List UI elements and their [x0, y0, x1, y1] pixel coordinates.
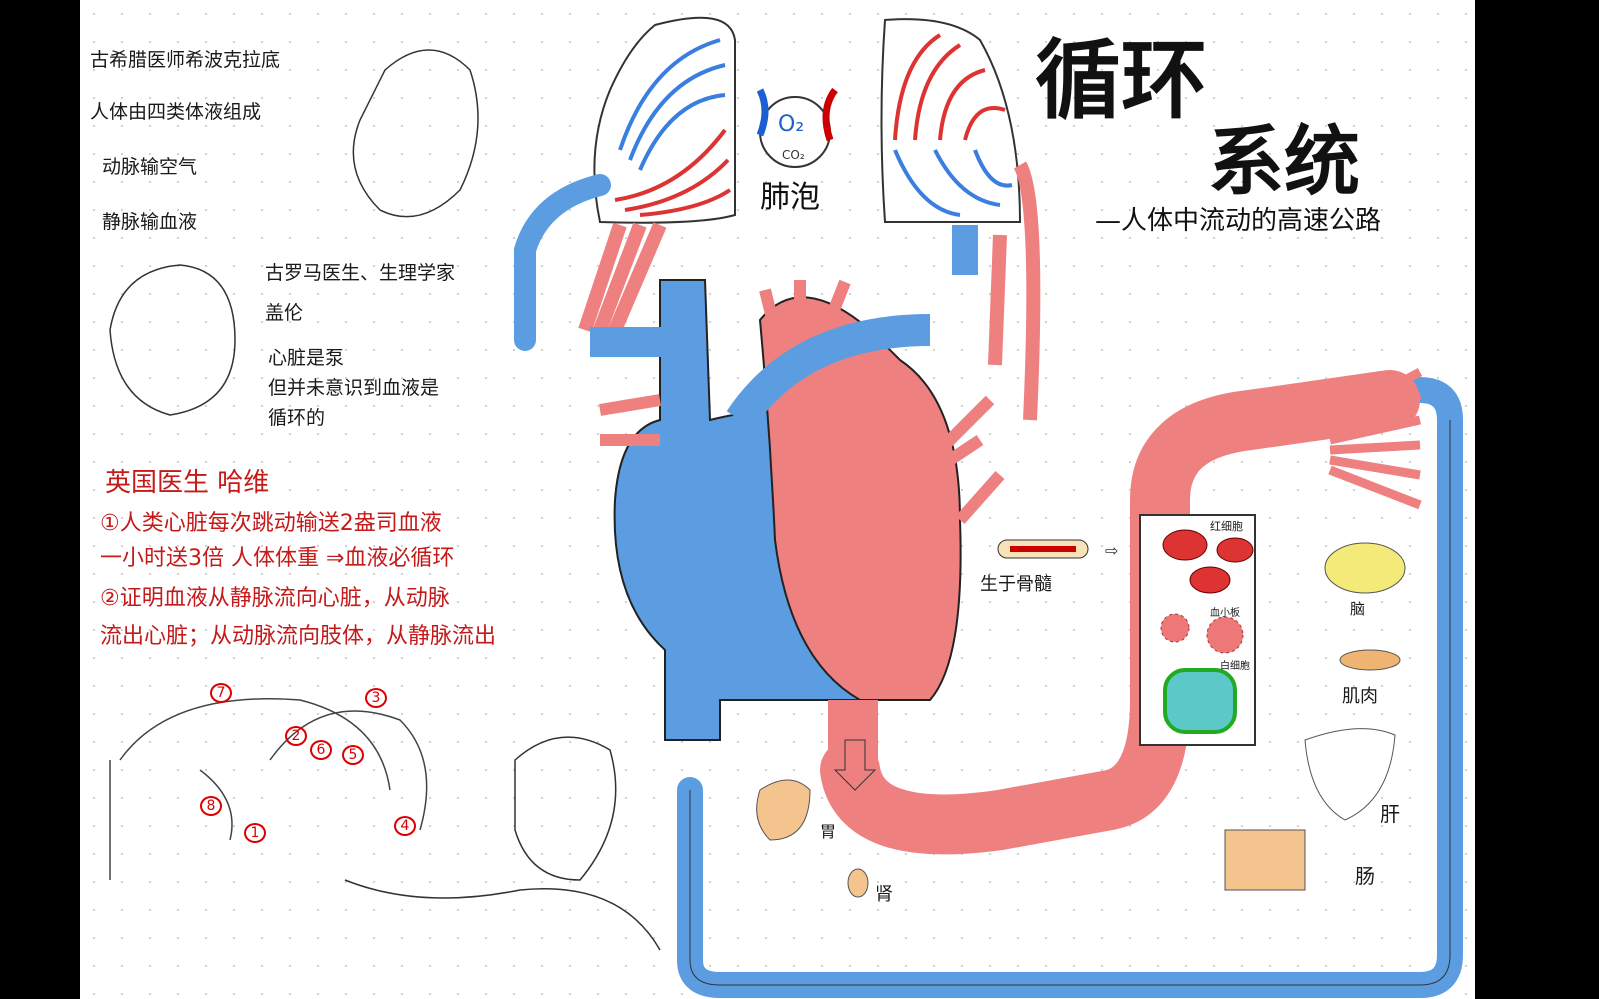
intestine [1224, 829, 1306, 891]
aorta-loop [820, 370, 1420, 855]
loop-marker: 6 [310, 740, 332, 760]
galen-line: 循环的 [268, 407, 326, 429]
hippocrates-portrait [352, 49, 479, 218]
red-cell [1216, 537, 1254, 563]
circulation-illustration: ⇨ [109, 16, 1463, 998]
galen-line: 心脏是泵 [268, 347, 345, 369]
white-cell [1163, 668, 1237, 734]
muscle [1339, 649, 1401, 671]
loop-marker: 7 [210, 683, 232, 703]
brain-label: 脑 [1350, 600, 1366, 618]
limb-arteries [599, 394, 1005, 524]
loop-marker: 5 [342, 745, 364, 765]
co2-label: CO₂ [782, 148, 805, 162]
alveolus-label: 肺泡 [760, 180, 820, 215]
platelets-label: 血小板 [1210, 608, 1240, 619]
loop-sketch [109, 698, 428, 880]
pulmonary-arteries-left [578, 222, 667, 333]
title-line-2: 系统 [1208, 117, 1360, 206]
subtitle: —人体中流动的高速公路 [1095, 206, 1382, 236]
left-lung-vessels [614, 38, 732, 217]
platelet [1160, 613, 1190, 643]
kidney-label: 肾 [875, 884, 893, 905]
hippocrates-line: 人体由四类体液组成 [90, 101, 262, 123]
aortic-arch-branches [759, 279, 851, 332]
hippocrates-line: 动脉输空气 [102, 156, 198, 178]
red-cell [1189, 566, 1231, 594]
harvey-line: 流出心脏；从动脉流向肢体，从静脉流出 [100, 624, 497, 649]
drawing-canvas: ⇨ [80, 0, 1475, 999]
harvey-line: 一小时送3倍 人体体重 ⇒血液必循环 [100, 546, 455, 571]
white-cells-label: 白细胞 [1220, 661, 1250, 672]
hippocrates-line: 古希腊医师希波克拉底 [90, 49, 281, 71]
intestine-label: 肠 [1355, 864, 1375, 888]
kidney [847, 868, 869, 898]
o2-label: O₂ [778, 112, 805, 137]
loop-marker: 8 [200, 796, 222, 816]
title-line-1: 循环 [1035, 31, 1207, 131]
liver [1304, 728, 1396, 821]
platelet [1206, 616, 1244, 654]
marrow-label: 生于骨髓 [980, 574, 1052, 595]
harvey-cartoon [344, 736, 661, 951]
muscle-label: 肌肉 [1342, 686, 1378, 707]
hippocrates-line: 静脉输血液 [102, 211, 198, 233]
loop-marker: 2 [285, 726, 307, 746]
galen-line: 但并未意识到血液是 [268, 377, 440, 399]
loop-marker: 3 [365, 688, 387, 708]
loop-marker: 1 [244, 823, 266, 843]
pulmonary-arteries-right [988, 161, 1041, 421]
pulmonary-trunk [726, 314, 931, 430]
red-cell [1162, 529, 1208, 561]
red-cells-label: 红细胞 [1210, 520, 1243, 533]
harvey-heading: 英国医生 哈维 [105, 468, 270, 498]
galen-line: 古罗马医生、生理学家 [265, 262, 456, 284]
brain [1324, 542, 1406, 594]
loop-marker: 4 [394, 816, 416, 836]
galen-line: 盖伦 [265, 302, 304, 324]
stomach [756, 779, 811, 841]
pulmonary-vein-left [514, 174, 611, 351]
harvey-line: ②证明血液从静脉流向心脏，从动脉 [100, 586, 450, 611]
galen-portrait [109, 264, 236, 416]
left-lung [593, 16, 736, 224]
right-lung-vessels [893, 33, 1013, 217]
capillary-fan [1327, 368, 1423, 510]
liver-label: 肝 [1380, 802, 1400, 826]
harvey-line: ①人类心脏每次跳动输送2盎司血液 [100, 511, 442, 536]
stomach-label: 胃 [820, 822, 837, 841]
svg-text:⇨: ⇨ [1105, 541, 1118, 560]
